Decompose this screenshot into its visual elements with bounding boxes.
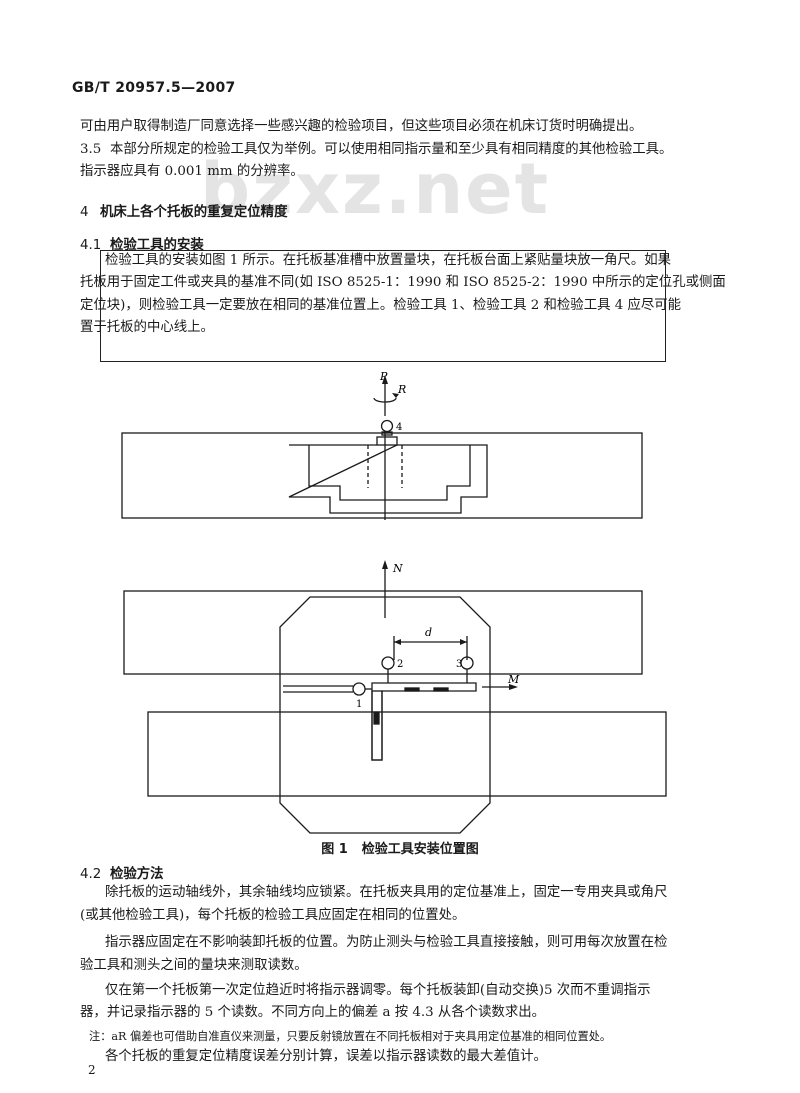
label-M: M [507, 673, 520, 686]
section-4-2-para2-line1: 指示器应固定在不影响装卸托板的位置。为防止测头与检验工具直接接触，则可用每次放置… [105, 935, 668, 950]
caption-title: 检验工具安装位置图 [361, 842, 479, 857]
section-4-2-number: 4.2 [80, 867, 102, 882]
label-P: P [379, 370, 388, 383]
section-4-title: 机床上各个托板的重复定位精度 [100, 205, 288, 220]
caption-number: 图 1 [321, 842, 348, 857]
highlight-box [100, 250, 666, 362]
section-4-1-line1: 检验工具的安装如图 1 所示。在托板基准槽中放置量块，在托板台面上紧贴量块放一角… [105, 253, 672, 268]
section-4-1-line2: 托板用于固定工件或夹具的基准不同(如 ISO 8525-1：1990 和 ISO… [80, 275, 726, 290]
label-indicator-4: 4 [396, 422, 402, 433]
section-4-1-title: 检验工具的安装 [110, 238, 204, 253]
section-4-1-heading: 4.1 检验工具的安装 [80, 233, 204, 253]
label-d: d [425, 626, 432, 639]
section-4-2-heading: 4.2 检验方法 [80, 862, 164, 882]
section-4-2-para1-line1: 除托板的运动轴线外，其余轴线均应锁紧。在托板夹具用的定位基准上，固定一专用夹具或… [105, 885, 668, 900]
page-number: 2 [88, 1063, 96, 1077]
section-4-1-line4: 置于托板的中心线上。 [80, 320, 214, 335]
section-4-2-para1-line2: (或其他检验工具)，每个托板的检验工具应固定在相同的位置处。 [80, 908, 466, 923]
label-R: R [397, 383, 406, 396]
label-indicator-2: 2 [397, 659, 403, 670]
section-3-5-number: 3.5 [80, 142, 102, 157]
figure-caption: 图 1 检验工具安装位置图 [0, 838, 800, 857]
section-4-2-note: 注：aR 偏差也可借助自准直仪来测量，只要反射镜放置在不同托板相对于夹具用定位基… [89, 1030, 612, 1043]
watermark: bzxz.net [200, 148, 551, 230]
label-indicator-3: 3 [456, 659, 462, 670]
label-N: N [392, 562, 403, 575]
section-4-2-final: 各个托板的重复定位精度误差分别计算，误差以指示器读数的最大差值计。 [105, 1049, 547, 1064]
standard-code: GB/T 20957.5—2007 [72, 80, 236, 96]
section-4-1-line3: 定位块)，则检验工具一定要放在相同的基准位置上。检验工具 1、检验工具 2 和检… [80, 298, 682, 313]
section-3-5-line2: 指示器应具有 0.001 mm 的分辨率。 [80, 164, 304, 179]
section-4-2-title: 检验方法 [110, 867, 164, 882]
section-4-number: 4 [80, 205, 89, 220]
section-4-2-para3-line1: 仅在第一个托板第一次定位趋近时将指示器调零。每个托板装卸(自动交换)5 次而不重… [105, 983, 651, 998]
section-4-2-para3-line2: 器，并记录指示器的 5 个读数。不同方向上的偏差 a 按 4.3 从各个读数求出… [80, 1005, 546, 1020]
label-indicator-1: 1 [356, 699, 362, 710]
section-4-2-para2-line2: 验工具和测头之间的量块来测取读数。 [80, 958, 308, 973]
intro-line: 可由用户取得制造厂同意选择一些感兴趣的检验项目，但这些项目必须在机床订货时明确提… [80, 119, 643, 134]
section-4-heading: 4 机床上各个托板的重复定位精度 [80, 200, 287, 220]
section-4-1-number: 4.1 [80, 238, 102, 253]
